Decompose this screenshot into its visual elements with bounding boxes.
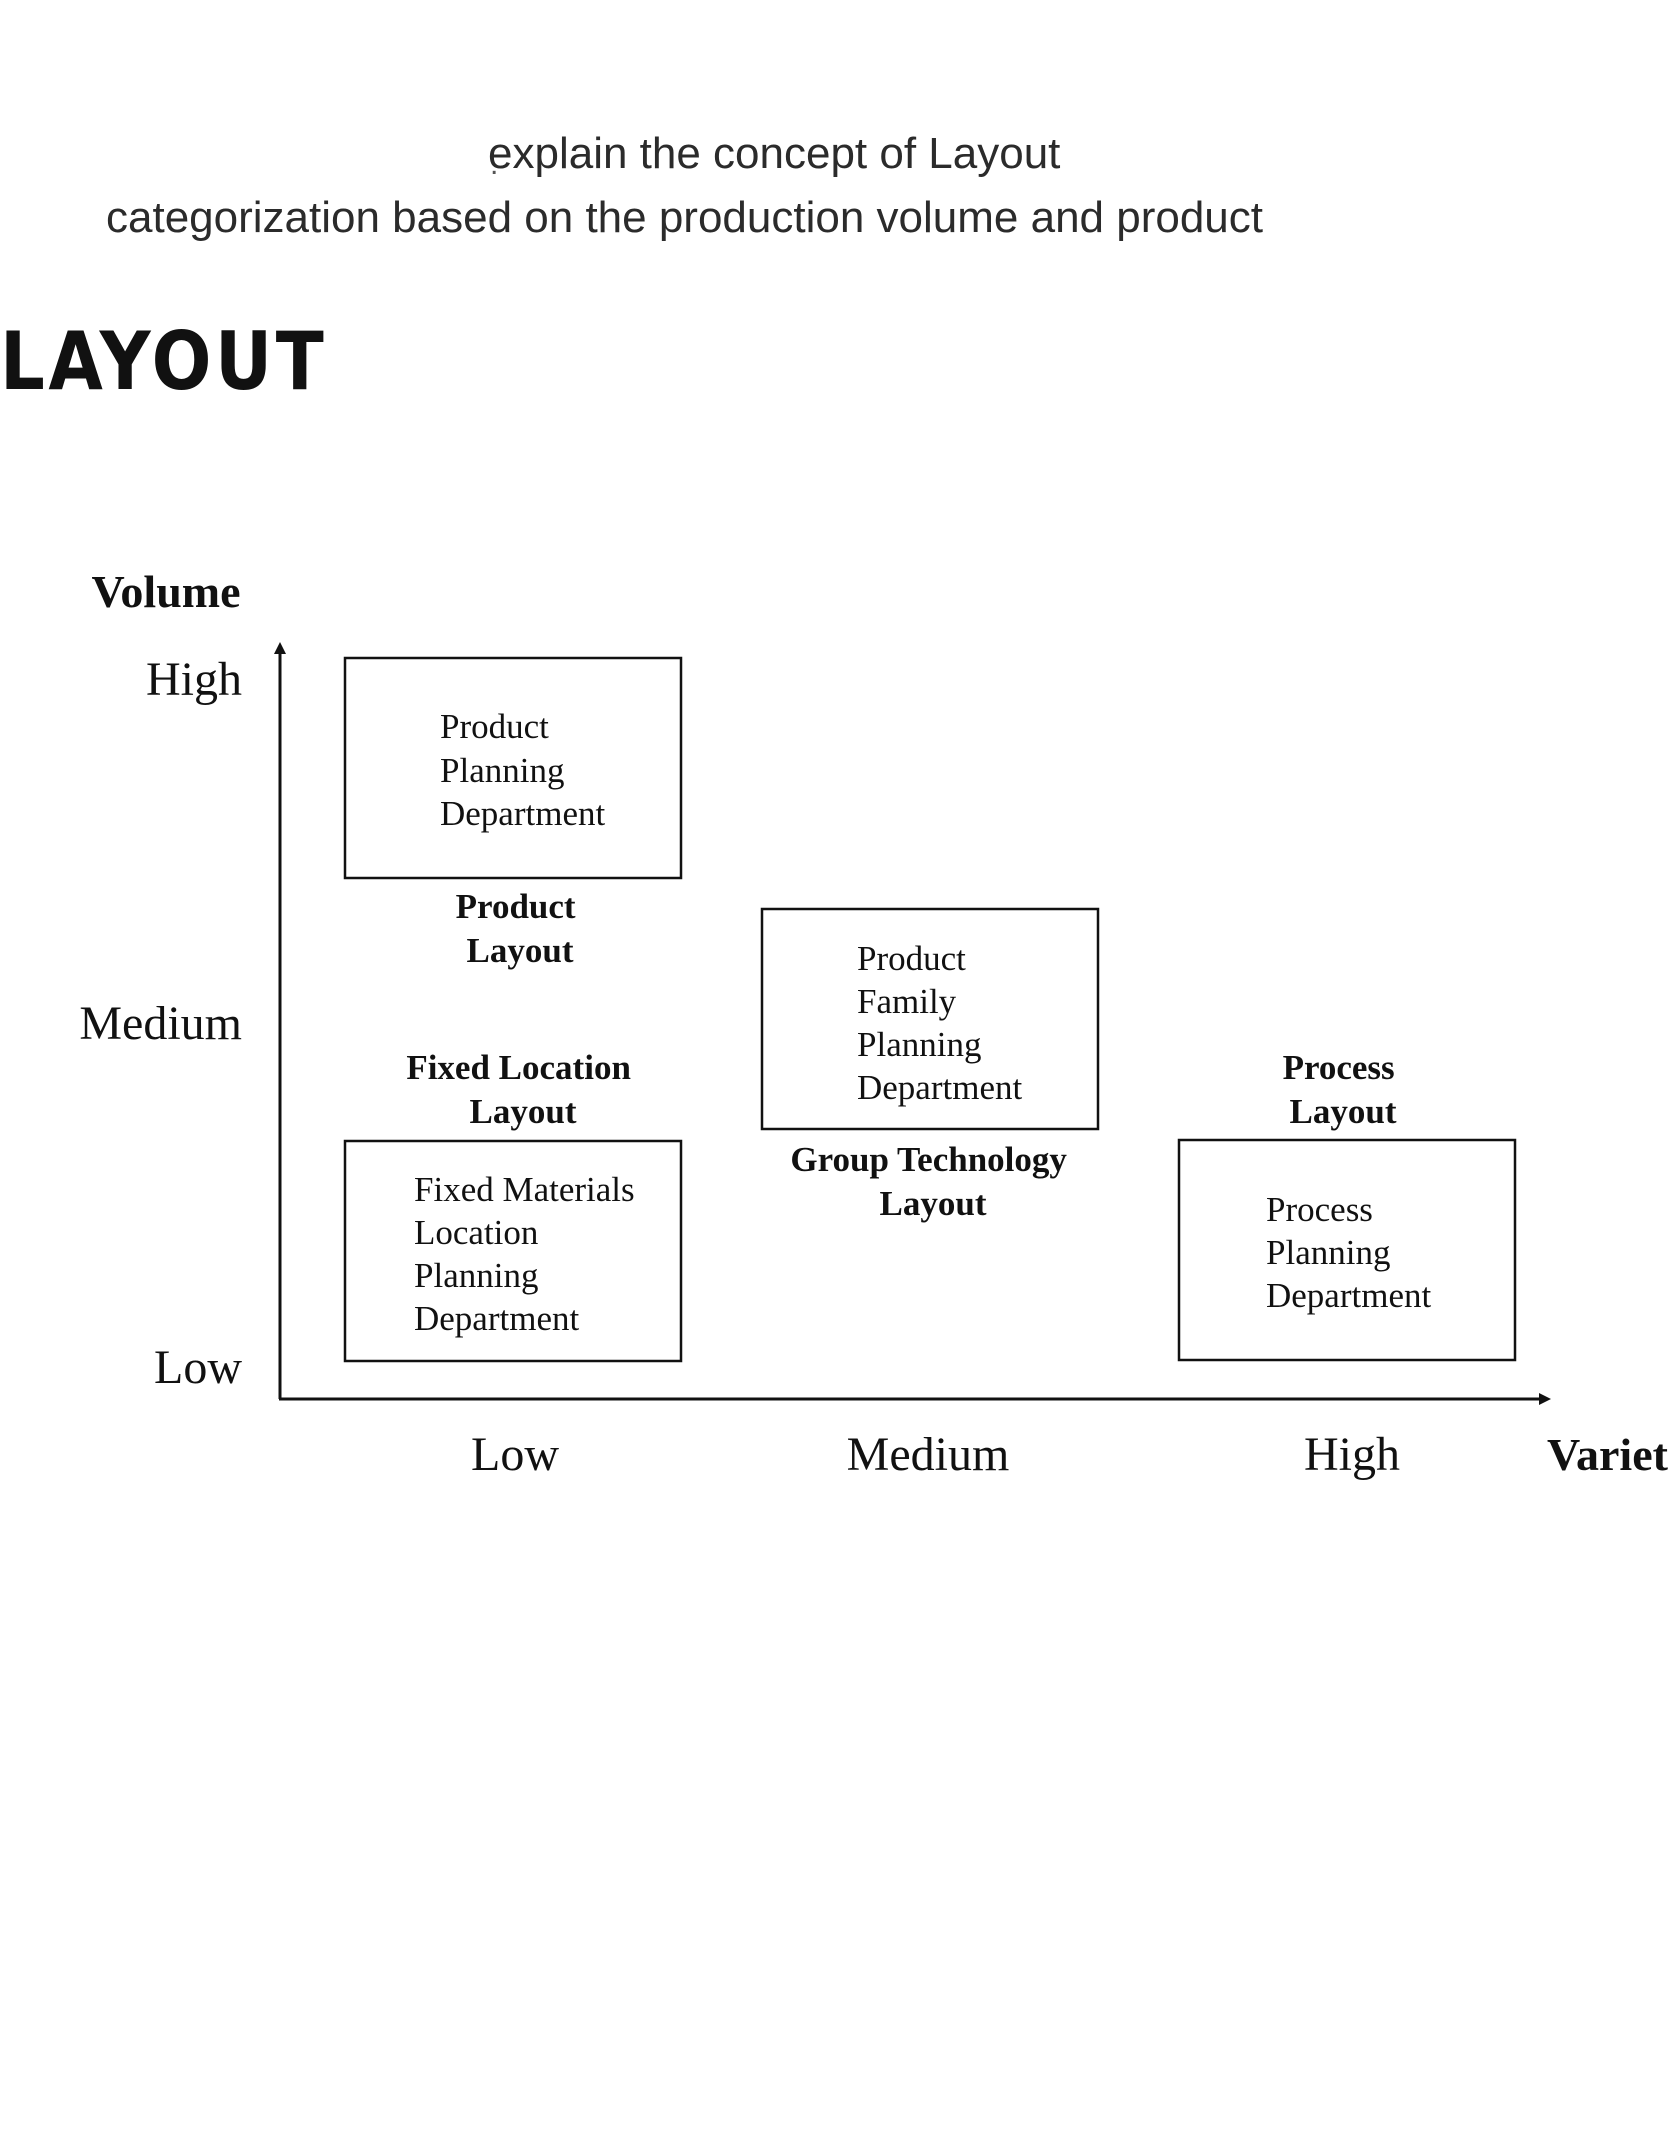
question-dot: . — [490, 148, 499, 181]
x-level-low: Low — [471, 1428, 559, 1481]
box-process-planning — [1177, 1138, 1517, 1362]
label-process-layout: Process Layout — [1283, 1048, 1404, 1131]
label-product-layout: Product Layout — [456, 887, 585, 970]
box-product-family-planning — [760, 907, 1100, 1131]
y-level-high: High — [146, 653, 242, 706]
x-level-medium: Medium — [847, 1428, 1010, 1481]
label-fixed-location-layout: Fixed Location Layout — [406, 1048, 639, 1131]
x-level-high: High — [1304, 1428, 1400, 1481]
question-line-2: categorization based on the production v… — [106, 193, 1263, 242]
y-axis-title: Volume — [91, 566, 240, 617]
box-process-planning-text: Process Planning Department — [1266, 1190, 1431, 1315]
y-level-low: Low — [154, 1341, 242, 1394]
box-fixed-materials-planning-text: Fixed Materials Location Planning Depart… — [414, 1170, 643, 1338]
x-axis-title: Variety — [1547, 1429, 1668, 1480]
label-group-technology-layout: Group Technology Layout — [790, 1140, 1075, 1223]
box-product-family-planning-text: Product Family Planning Department — [857, 939, 1022, 1107]
layout-heading: LAYOUT — [0, 315, 328, 408]
y-level-medium: Medium — [79, 997, 242, 1050]
question-line-1: explain the concept of Layout — [488, 129, 1061, 178]
box-product-planning-text: Product Planning Department — [440, 707, 605, 833]
box-product-planning — [343, 656, 683, 880]
box-fixed-materials-planning — [343, 1139, 683, 1363]
